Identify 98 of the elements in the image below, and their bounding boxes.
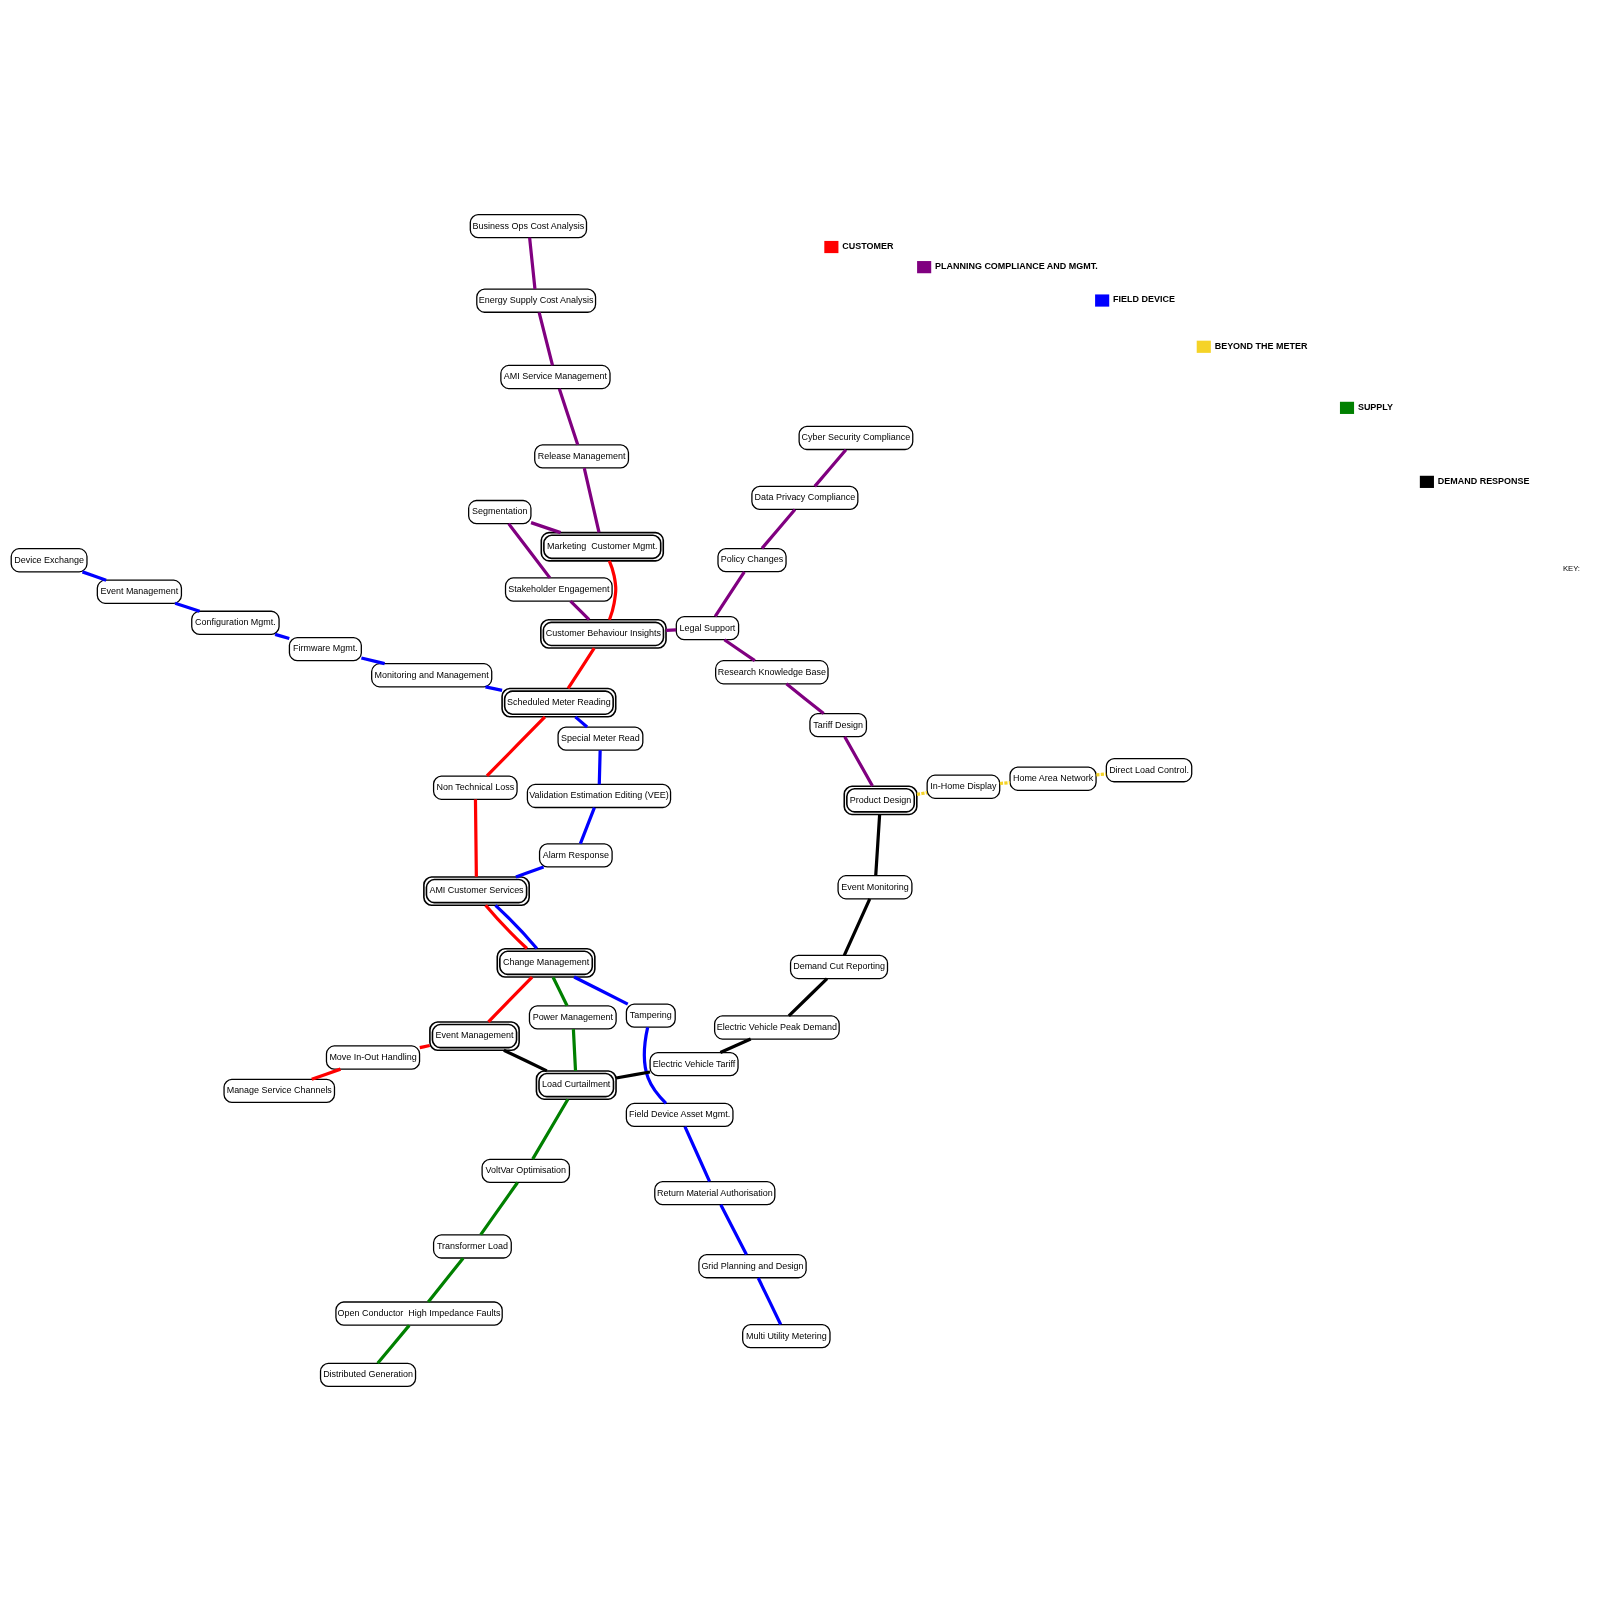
connector [551,976,569,1006]
connector [842,897,872,956]
connector [507,522,552,579]
node-box: Tampering [625,1003,676,1028]
node-box: Device Exchange [10,547,88,572]
node-box: Monitoring and Management [371,662,493,687]
connector [813,448,848,487]
connector [81,569,107,582]
node-box: Event Monitoring [837,874,913,899]
node-box: Direct Load Control. [1105,757,1193,782]
node-box: Event Management [96,579,183,604]
connector [528,237,537,289]
node-box: Return Material Authorisation [654,1180,776,1205]
node-box: Multi Utility Metering [742,1323,831,1348]
legend-label: CUSTOMER [842,240,894,251]
node-box: Configuration Mgmt. [191,610,280,635]
connector [531,1097,570,1160]
connector [311,1067,342,1081]
connector [723,637,756,662]
connector [719,1037,752,1054]
connector [571,1028,578,1071]
node-box: Legal Support [675,615,740,640]
connector [607,559,618,620]
connector [361,655,385,665]
connector [578,806,596,844]
node-box: Manage Service Channels [223,1078,336,1103]
node-box: Power Management [528,1004,617,1030]
connector [713,570,746,617]
node-box: Distributed Generation [319,1362,417,1387]
connector [785,682,825,715]
connector [615,1069,651,1080]
connector [557,387,580,445]
connector [756,1276,783,1325]
connector [484,903,529,950]
connector [427,1256,465,1303]
connector [642,1026,668,1104]
connector [719,1203,748,1255]
node-box: Segmentation [468,499,532,524]
node-box: Validation Estimation Editing (VEE) [526,783,672,808]
connector [485,715,547,777]
connector [485,684,503,692]
connector [1096,771,1107,776]
connector [574,715,589,728]
node-box: Move In-Out Handling [325,1044,421,1070]
node-box: Transformer Load [432,1233,512,1259]
connector [473,798,478,877]
node-box: Policy Changes [717,547,787,572]
connector [503,1048,548,1072]
node-box: Non Technical Loss [432,775,518,800]
node-box: Release Management [534,443,630,469]
node-box: Firmware Mgmt. [288,636,362,661]
node-box: Open Conductor High Impedance Faults [335,1300,503,1326]
connector [874,813,882,876]
legend-label: FIELD DEVICE [1113,293,1175,304]
node-box: Tariff Design [809,712,868,737]
node-box: Data Privacy Compliance [751,485,859,510]
connector [665,627,677,632]
connector [487,975,534,1023]
node-box: Research Knowledge Base [715,659,829,684]
legend-label: DEMAND RESPONSE [1437,475,1530,486]
node-box: Business Ops Cost Analysis [469,213,588,238]
node-box: Special Meter Read [557,725,644,751]
connector [573,975,629,1005]
connector [274,632,290,640]
connector [916,790,928,796]
node-box: Alarm Response [538,842,613,868]
connector [683,1125,711,1182]
connector [566,646,596,689]
node-box: Grid Planning and Design [698,1253,807,1278]
connector [999,780,1011,785]
node-box: VoltVar Optimisation [481,1158,571,1183]
node-box: Home Area Network [1009,766,1097,791]
connector [597,749,602,784]
connector [843,735,874,787]
connector [376,1323,411,1364]
connector [494,903,539,950]
node-box: AMI Service Management [500,364,611,389]
connector [760,508,797,549]
connector [537,311,555,366]
connector [530,520,562,534]
legend-label: SUPPLY [1357,401,1393,412]
node-box: Demand Cut Reporting [789,954,889,979]
connector [419,1043,431,1049]
node-box: Electric Vehicle Tariff [649,1051,739,1076]
node-box: Stakeholder Engagement [504,576,613,602]
node-box: Energy Supply Cost Analysis [476,288,597,313]
legend-label: PLANNING COMPLIANCE AND MGMT. [935,260,1098,271]
connector [582,467,601,533]
connector [787,977,829,1017]
connector [174,601,201,613]
node-box: Field Device Asset Mgmt. [625,1102,734,1127]
connector [479,1181,519,1236]
connector [515,864,545,878]
node-box: In-Home Display [926,774,1001,799]
node-box: Cyber Security Compliance [798,425,914,450]
node-box: Electric Vehicle Peak Demand [714,1014,840,1040]
legend-label: BEYOND THE METER [1214,340,1308,350]
connector [569,599,591,621]
